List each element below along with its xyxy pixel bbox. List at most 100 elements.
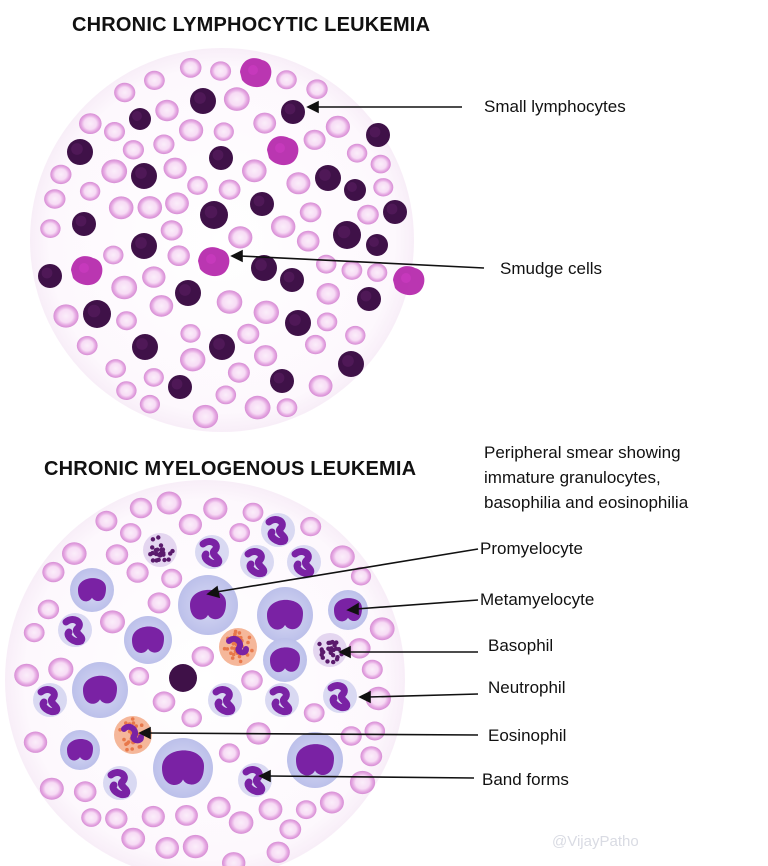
lymphocyte-highlight: [87, 304, 101, 318]
arrowhead-eosinophil: [138, 726, 151, 740]
lymphocyte-highlight: [204, 205, 218, 219]
red-blood-cell: [122, 140, 144, 160]
basophil-granule: [162, 557, 167, 563]
basophil-granule: [148, 552, 153, 557]
red-blood-cell: [44, 189, 66, 209]
red-blood-cell: [346, 143, 368, 163]
red-blood-cell: [223, 87, 250, 111]
label-small-lymphocytes: Small lymphocytes: [484, 97, 626, 116]
red-blood-cell: [303, 703, 325, 723]
eosinophil-granule: [238, 659, 243, 664]
lymphocyte-highlight: [319, 169, 331, 181]
red-blood-cell: [330, 545, 355, 568]
lymphocyte-highlight: [369, 126, 381, 138]
basophil-granule: [168, 551, 173, 556]
red-blood-cell: [23, 623, 45, 643]
metamyelocyte-nucleus: [67, 739, 93, 761]
red-blood-cell: [300, 516, 322, 537]
basophil-granule: [333, 646, 339, 651]
myelocyte-nucleus: [162, 750, 204, 786]
red-blood-cell: [81, 808, 102, 827]
red-blood-cell: [242, 502, 264, 522]
arrow-smudge-cells: [239, 255, 485, 269]
lymphocyte-highlight: [360, 290, 372, 302]
lymphocyte-highlight: [179, 284, 191, 296]
red-blood-cell: [62, 542, 87, 565]
lymphocyte: [169, 664, 197, 692]
red-blood-cell: [222, 852, 246, 866]
red-blood-cell: [279, 819, 302, 840]
red-blood-cell: [253, 112, 277, 134]
lymphocyte-highlight: [75, 215, 87, 227]
caption-line-2: immature granulocytes,: [484, 468, 661, 487]
lymphocyte-highlight: [71, 143, 83, 155]
red-blood-cell: [296, 230, 320, 252]
eosinophil-granule: [222, 646, 227, 651]
lymphocyte-highlight: [41, 267, 53, 279]
red-blood-cell: [350, 566, 372, 586]
red-blood-cell: [128, 667, 150, 686]
red-blood-cell: [165, 192, 189, 215]
red-blood-cell: [365, 686, 391, 711]
red-blood-cell: [228, 226, 253, 249]
red-blood-cell: [149, 295, 174, 317]
red-blood-cell: [303, 129, 326, 150]
basophil-granule: [154, 558, 159, 563]
basophil-granule: [153, 548, 158, 553]
eosinophil-granule: [139, 723, 144, 727]
arrowhead-small-lymphocytes: [306, 100, 319, 114]
red-blood-cell: [367, 263, 388, 282]
band-form-nucleus: [107, 769, 131, 799]
myelocyte-nucleus: [267, 599, 303, 630]
eosinophil-granule: [246, 640, 250, 645]
basophil-granule: [150, 537, 156, 542]
red-blood-cell: [108, 196, 134, 220]
red-blood-cell: [105, 359, 126, 378]
red-blood-cell: [253, 300, 279, 324]
basophil-granule: [328, 640, 333, 645]
eosinophil-nucleus: [121, 723, 144, 744]
red-blood-cell: [126, 562, 149, 583]
red-blood-cell: [349, 770, 376, 795]
red-blood-cell: [213, 122, 234, 141]
caption-line-1: Peripheral smear showing: [484, 443, 681, 462]
red-blood-cell: [306, 79, 328, 99]
arrowhead-neutrophil: [358, 690, 371, 704]
eosinophil-granule: [122, 737, 126, 742]
eosinophil-granule: [131, 721, 136, 725]
red-blood-cell: [153, 134, 175, 155]
red-blood-cell: [229, 523, 250, 543]
myelocyte-nucleus: [132, 626, 164, 653]
basophil-granule: [156, 535, 161, 540]
pointer-arrows: [138, 100, 485, 783]
red-blood-cell: [48, 657, 74, 681]
band-form-nucleus: [269, 686, 293, 716]
band-form-nucleus: [37, 686, 61, 716]
basophil-granule: [166, 557, 171, 562]
cml-title: CHRONIC MYELOGENOUS LEUKEMIA: [44, 458, 417, 480]
arrow-metamyelocyte: [355, 599, 479, 610]
arrowhead-smudge-cells: [230, 249, 243, 263]
lymphocyte-highlight: [386, 203, 398, 215]
band-form-nucleus: [199, 538, 223, 568]
red-blood-cell: [180, 348, 206, 372]
lymphocyte-highlight: [369, 237, 379, 247]
red-blood-cell: [40, 219, 61, 239]
red-blood-cell: [14, 663, 39, 687]
eosinophil-granule: [230, 646, 234, 650]
eosinophil-granule: [230, 656, 235, 660]
eosinophil-granule: [237, 654, 242, 659]
band-form-nucleus: [244, 548, 268, 578]
red-blood-cell: [316, 312, 338, 332]
red-blood-cell: [192, 404, 219, 429]
lymphocyte-highlight: [273, 372, 285, 384]
label-promyelocyte: Promyelocyte: [480, 539, 583, 558]
red-blood-cell: [215, 385, 237, 405]
red-blood-cell: [156, 491, 182, 515]
red-blood-cell: [216, 290, 243, 314]
red-blood-cell: [203, 497, 228, 520]
red-blood-cell: [258, 798, 283, 821]
red-blood-cell: [179, 119, 204, 142]
arrow-eosinophil: [147, 732, 479, 736]
